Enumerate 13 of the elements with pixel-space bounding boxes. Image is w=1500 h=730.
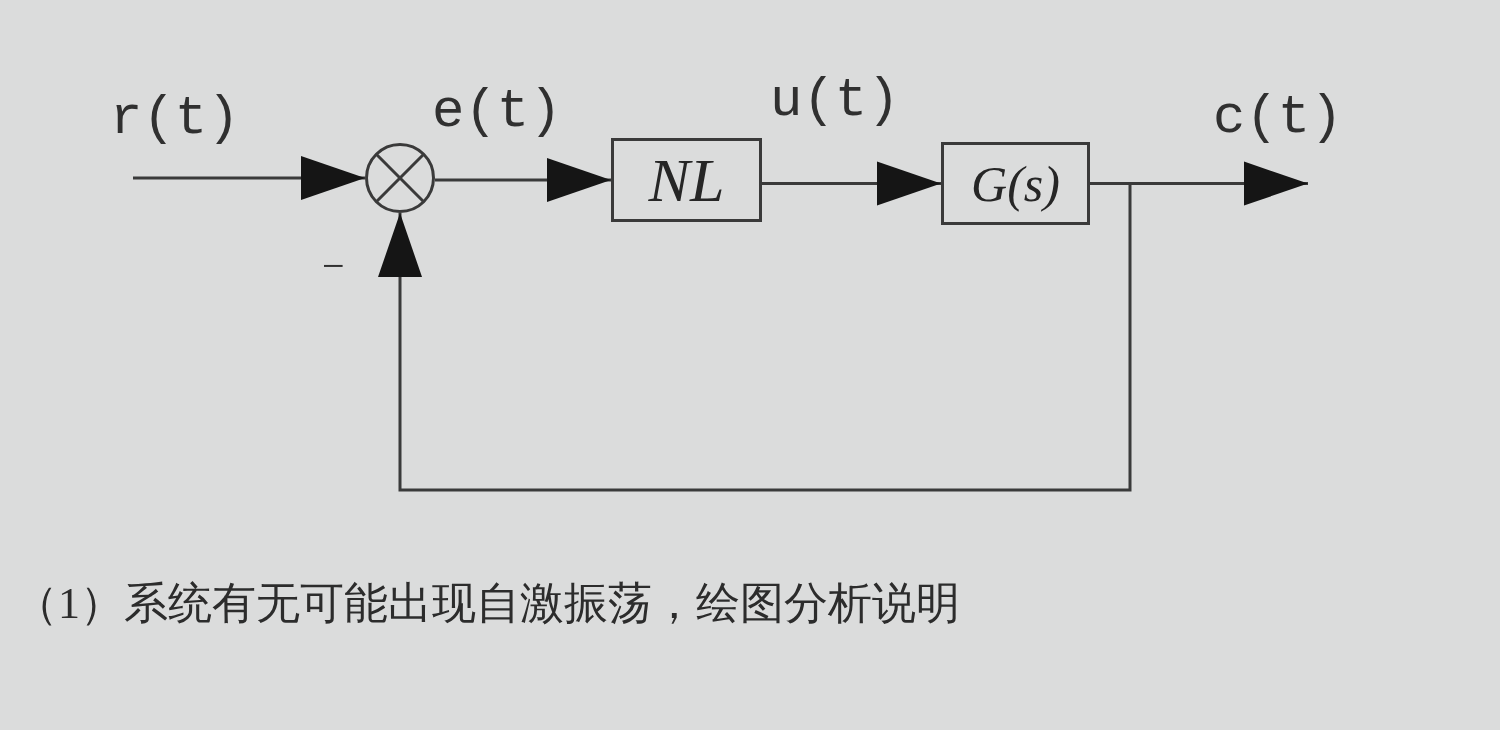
question-text: （1）系统有无可能出现自激振荡，绘图分析说明 (14, 579, 960, 630)
arrow (762, 161, 941, 206)
signal-label: c(t) (1213, 91, 1343, 145)
summing-junction (365, 143, 435, 213)
feedback-arrow (378, 182, 1132, 492)
block-box: G(s) (941, 142, 1090, 225)
signal-label: u(t) (770, 74, 900, 128)
signal-label: e(t) (432, 85, 562, 139)
arrow (435, 158, 611, 202)
block-box: NL (611, 138, 762, 222)
signal-label: r(t) (110, 92, 240, 146)
arrow (133, 156, 365, 200)
minus-sign: − (322, 246, 345, 286)
